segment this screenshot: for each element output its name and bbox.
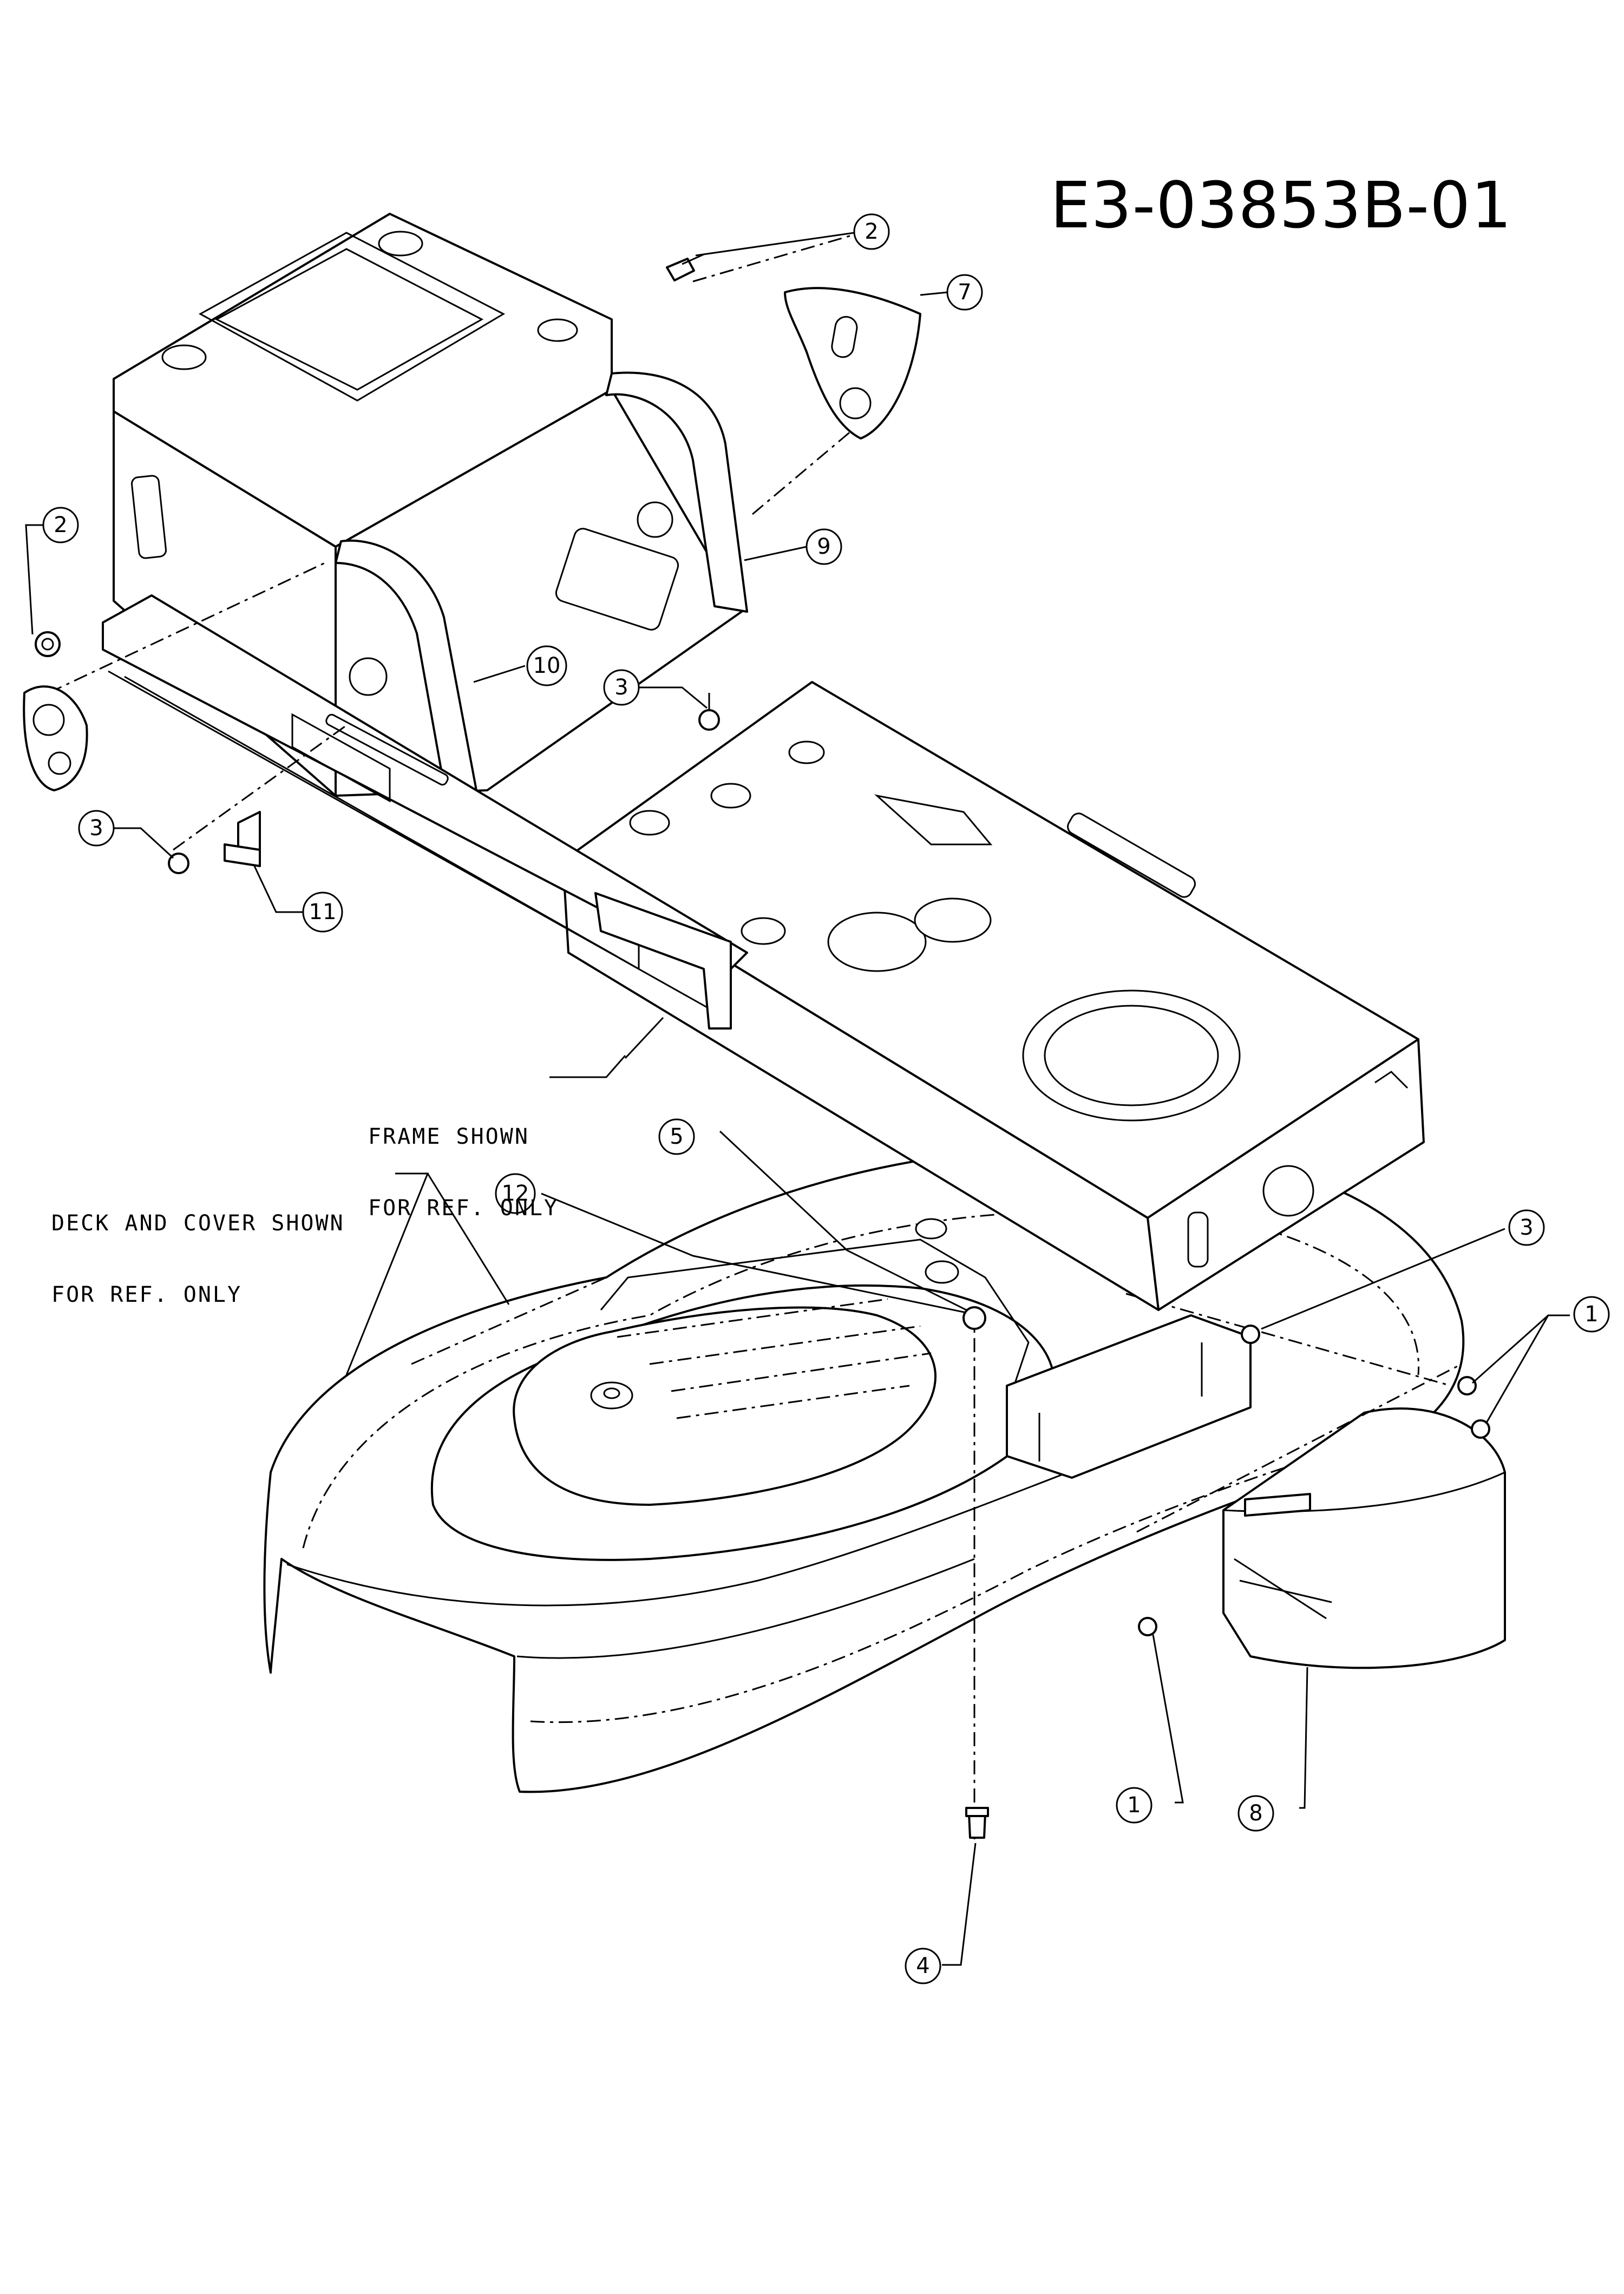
drawing-number: E3-03853B-01	[1050, 168, 1512, 242]
frame-note-line-1: FRAME SHOWN	[368, 1124, 529, 1149]
deck-note-line-1: DECK AND COVER SHOWN	[51, 1211, 345, 1236]
hex-bolts-cover	[1457, 1376, 1490, 1439]
deck-note-line-2: FOR REF. ONLY	[51, 1282, 243, 1307]
hex-bolt-top	[666, 253, 704, 281]
discharge-chute-cover	[1222, 1407, 1506, 1669]
hex-bolt-mid	[698, 693, 720, 731]
callout-3-mid: 3	[603, 669, 640, 706]
tractor-frame	[102, 213, 1425, 1311]
svg-text:3: 3	[614, 675, 628, 700]
callout-8: 8	[1237, 1795, 1274, 1832]
svg-text:4: 4	[916, 1954, 929, 1978]
hex-bolt-lower-left	[168, 853, 189, 874]
hex-bolt-left	[35, 631, 61, 657]
svg-text:2: 2	[865, 219, 878, 244]
hex-bolt-right	[1241, 1325, 1260, 1344]
weight-plate-top	[784, 287, 921, 440]
svg-text:12: 12	[502, 1181, 529, 1206]
callout-11: 11	[302, 892, 343, 933]
deck-reference-note: DECK AND COVER SHOWN FOR REF. ONLY	[51, 1164, 345, 1330]
leader-lines	[25, 232, 1570, 1966]
callout-9: 9	[806, 528, 842, 565]
callout-12: 12	[495, 1173, 536, 1214]
svg-text:7: 7	[958, 280, 971, 305]
svg-text:8: 8	[1249, 1801, 1262, 1826]
callout-10: 10	[526, 645, 567, 686]
callout-2-left: 2	[42, 507, 79, 543]
hardware	[23, 253, 1490, 1839]
mounting-bracket	[224, 811, 261, 867]
weight-plate-left	[23, 685, 88, 791]
callout-7: 7	[946, 274, 983, 311]
callout-3-right: 3	[1508, 1209, 1545, 1246]
frame-reference-note: FRAME SHOWN FOR REF. ONLY	[368, 1077, 559, 1244]
svg-text:2: 2	[54, 513, 67, 538]
callout-2-top: 2	[853, 213, 890, 250]
callout-4: 4	[905, 1948, 941, 1984]
svg-text:3: 3	[89, 816, 103, 841]
callout-3-left: 3	[78, 810, 115, 847]
callout-1-right: 1	[1573, 1296, 1610, 1333]
hex-bolt-cover-bottom	[1138, 1617, 1157, 1636]
svg-text:11: 11	[309, 900, 337, 925]
svg-text:3: 3	[1520, 1215, 1533, 1240]
svg-text:1: 1	[1584, 1302, 1598, 1327]
shoulder-bolt	[965, 1807, 989, 1839]
svg-text:9: 9	[817, 534, 830, 559]
svg-text:5: 5	[670, 1124, 683, 1149]
callout-5: 5	[658, 1118, 695, 1155]
assembly-reference-lines	[48, 232, 1462, 1840]
frame-note-line-2: FOR REF. ONLY	[368, 1196, 559, 1221]
svg-text:1: 1	[1127, 1793, 1141, 1818]
hex-nut-center	[962, 1306, 986, 1330]
callout-1-bottom: 1	[1116, 1787, 1152, 1824]
svg-text:10: 10	[533, 653, 561, 678]
